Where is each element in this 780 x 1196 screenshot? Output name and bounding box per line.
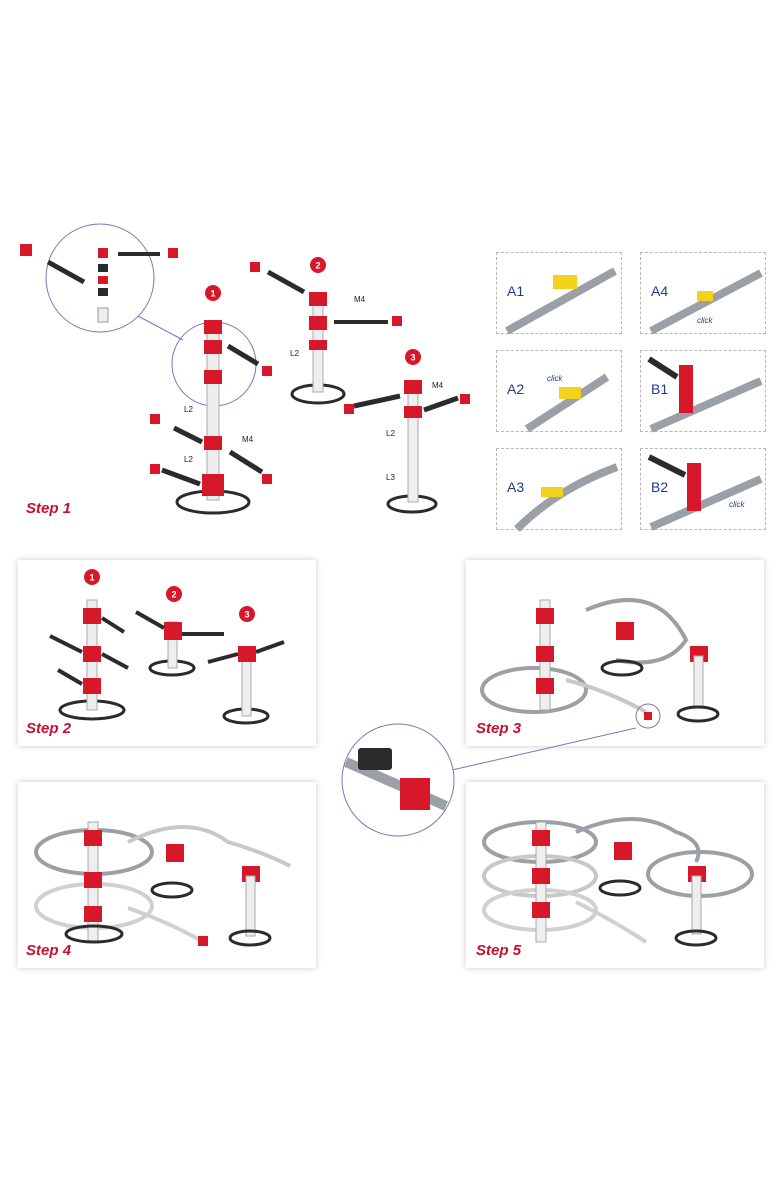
step-label: Step 1	[26, 500, 72, 517]
mini-panel: B1	[640, 350, 766, 433]
svg-text:click: click	[547, 374, 564, 383]
zoom-connector	[137, 315, 184, 341]
step-label: Step 3	[476, 720, 522, 737]
mini-panel: A2 click	[496, 350, 622, 433]
badge-2: 2	[310, 257, 326, 273]
part-label-l3: L3	[386, 473, 395, 482]
step5-diagram	[482, 817, 754, 947]
mini-panel: A4 click	[640, 252, 766, 335]
step-label: Step 4	[26, 942, 72, 959]
badge-3: 3	[239, 606, 255, 622]
mini-panel-label: B2	[651, 479, 669, 495]
mini-panel-label: A4	[651, 283, 669, 299]
step1-diagram: 1 2 3 L2 L2 M4 L2 M4 M4 L2 L3	[20, 223, 470, 515]
badge-1: 1	[205, 285, 221, 301]
track-ladder-icon	[505, 267, 617, 335]
mini-panel-label: B1	[651, 381, 669, 397]
part-label-l2: L2	[184, 405, 193, 414]
svg-text:3: 3	[410, 353, 415, 363]
part-label-l2: L2	[386, 429, 395, 438]
mini-panel-label: A2	[507, 381, 525, 397]
track-ladder-icon	[514, 463, 619, 532]
badge-3: 3	[405, 349, 421, 365]
badge-1: 1	[84, 569, 100, 585]
tower-2	[250, 262, 402, 405]
mini-panel: A1	[496, 252, 622, 335]
tower-3	[344, 380, 470, 514]
step4-diagram	[34, 821, 291, 947]
svg-text:click: click	[729, 500, 746, 509]
part-label-m4: M4	[242, 435, 254, 444]
svg-text:3: 3	[244, 610, 249, 620]
exploded-connector	[20, 244, 178, 323]
step-label: Step 5	[476, 942, 522, 959]
step3-diagram	[480, 598, 720, 729]
part-label-l2: L2	[290, 349, 299, 358]
step4-panel: Step 4	[18, 782, 316, 968]
step5-panel: Step 5	[466, 782, 764, 968]
track-ladder-icon: click	[524, 373, 610, 433]
svg-text:1: 1	[210, 289, 215, 299]
part-label-m4: M4	[432, 381, 444, 390]
svg-text:2: 2	[171, 590, 176, 600]
svg-text:2: 2	[315, 261, 320, 271]
part-label-l2: L2	[184, 455, 193, 464]
track-ladder-icon	[647, 356, 763, 433]
svg-text:click: click	[697, 316, 714, 325]
track-ladder-icon: click	[647, 454, 763, 531]
track-ladder-icon: click	[649, 269, 763, 335]
step-label: Step 2	[26, 720, 72, 737]
badge-2: 2	[166, 586, 182, 602]
mini-panel-label: A3	[507, 479, 525, 495]
step2-diagram: 1 2 3	[49, 569, 285, 725]
tower-1	[150, 320, 272, 515]
mini-panel: A3	[496, 448, 622, 532]
step2-panel: 1 2 3 Step 2	[18, 560, 316, 746]
step3-panel: Step 3	[466, 560, 764, 746]
part-label-m4: M4	[354, 295, 366, 304]
mini-panel-label: A1	[507, 283, 525, 299]
mini-panel: B2 click	[640, 448, 766, 531]
svg-text:1: 1	[89, 573, 94, 583]
